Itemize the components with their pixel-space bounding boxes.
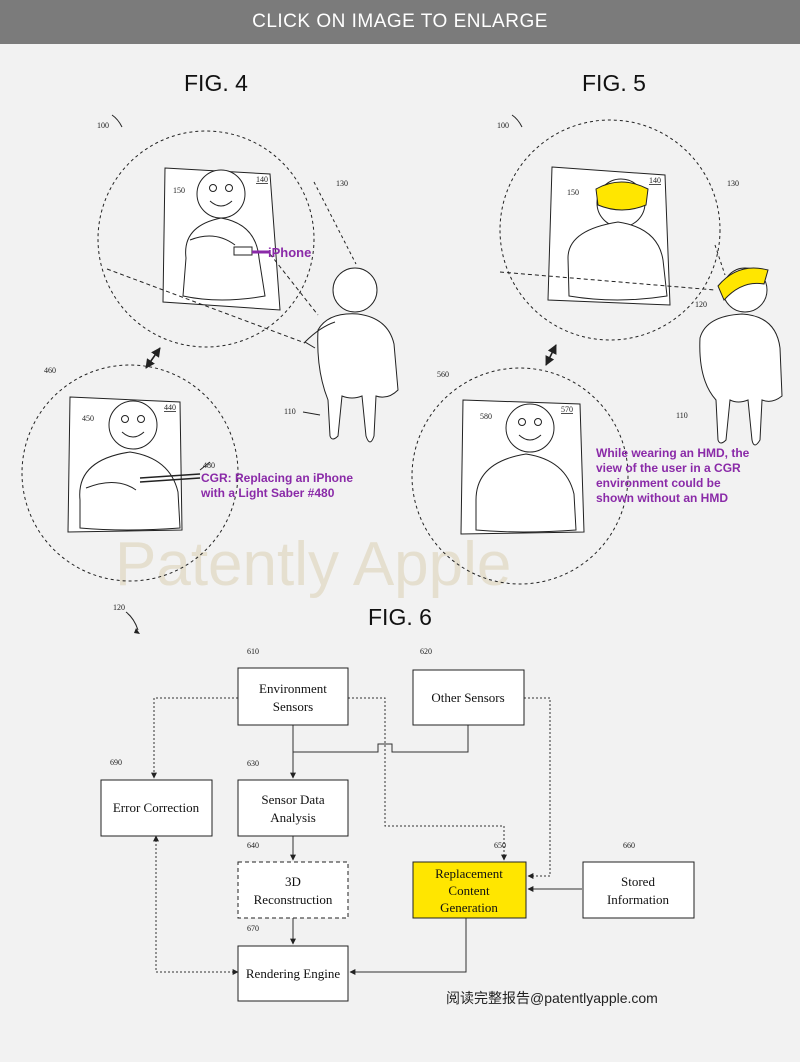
fig5-ref-120: 120 xyxy=(695,300,707,309)
box-environment-sensors: Environment Sensors 610 xyxy=(237,647,349,726)
watermark-text: Patently Apple xyxy=(115,530,511,599)
render-ref: 670 xyxy=(247,924,259,933)
fig6-title: FIG. 6 xyxy=(368,604,432,630)
hmd-callout-line2: view of the user in a CGR xyxy=(596,461,741,475)
hmd-callout-line3: environment could be xyxy=(596,476,721,490)
sda-ref: 630 xyxy=(247,759,259,768)
box-stored-information: Stored Information 660 xyxy=(582,841,695,919)
recon-line2: Reconstruction xyxy=(254,892,333,907)
env-line1: Environment xyxy=(259,681,327,696)
fig5-ref-150: 150 xyxy=(567,188,579,197)
fig5-circle-130 xyxy=(499,119,721,341)
box-3d-reconstruction: 3D Reconstruction 640 xyxy=(237,841,349,919)
fig5-ref-580: 580 xyxy=(480,412,492,421)
box-rendering-engine: Rendering Engine 670 xyxy=(237,924,349,1002)
fig4-circle-130 xyxy=(97,130,315,348)
replace-line1: Replacement xyxy=(435,866,503,881)
fig6-ref-120: 120 xyxy=(113,603,125,612)
replace-line2: Content xyxy=(448,883,490,898)
sda-line1: Sensor Data xyxy=(261,792,324,807)
fig4-ref-150: 150 xyxy=(173,186,185,195)
box-error-correction: Error Correction 690 xyxy=(100,758,213,837)
stored-line2: Information xyxy=(607,892,670,907)
replace-line3: Generation xyxy=(440,900,498,915)
cgr-callout-line1: CGR: Replacing an iPhone xyxy=(201,471,353,485)
hmd-callout-line4: shown without an HMD xyxy=(596,491,728,505)
fig5-ref-110: 110 xyxy=(676,411,688,420)
fig4-ref-110: 110 xyxy=(284,407,296,416)
fig5-ref-560: 560 xyxy=(437,370,449,379)
render-line1: Rendering Engine xyxy=(246,966,340,981)
env-ref: 610 xyxy=(247,647,259,656)
fig5-ref-100: 100 xyxy=(497,121,509,130)
stored-ref: 660 xyxy=(623,841,635,850)
fig4-ref-440: 440 xyxy=(164,403,176,412)
fig4-ref-140: 140 xyxy=(256,175,268,184)
box-sensor-data-analysis: Sensor Data Analysis 630 xyxy=(237,759,349,837)
cgr-callout-line2: with a Light Saber #480 xyxy=(200,486,335,500)
fig4-ref-450: 450 xyxy=(82,414,94,423)
other-line1: Other Sensors xyxy=(431,690,504,705)
error-ref: 690 xyxy=(110,758,122,767)
fig6-connectors xyxy=(151,697,582,975)
hmd-callout-line1: While wearing an HMD, the xyxy=(596,446,750,460)
box-other-sensors: Other Sensors 620 xyxy=(412,647,525,726)
fig4-ref-100: 100 xyxy=(97,121,109,130)
fig4-ref-460: 460 xyxy=(44,366,56,375)
fig4-refs: 100 130 140 150 110 460 440 450 480 xyxy=(44,121,348,470)
fig5-ref-570: 570 xyxy=(561,405,573,414)
fig5-refs: 100 130 140 150 120 110 560 570 580 xyxy=(437,121,739,421)
footer-source-link[interactable]: 阅读完整报告@patentlyapple.com xyxy=(446,990,658,1006)
fig5-title: FIG. 5 xyxy=(582,70,646,96)
recon-line1: 3D xyxy=(285,874,301,889)
hmd-on-observer xyxy=(717,267,769,301)
replace-ref: 650 xyxy=(494,841,506,850)
hmd-on-user-image xyxy=(595,181,649,211)
box-replacement-content: Replacement Content Generation 650 xyxy=(412,841,527,919)
sda-line2: Analysis xyxy=(270,810,316,825)
other-ref: 620 xyxy=(420,647,432,656)
fig4-drawing xyxy=(21,114,399,582)
fig4-ref-480: 480 xyxy=(203,461,215,470)
fig4-circle-460 xyxy=(21,364,239,582)
iphone-callout: iPhone xyxy=(268,245,311,260)
recon-ref: 640 xyxy=(247,841,259,850)
enlarge-banner[interactable]: CLICK ON IMAGE TO ENLARGE xyxy=(0,0,800,44)
error-line1: Error Correction xyxy=(113,800,200,815)
env-line2: Sensors xyxy=(273,699,313,714)
hmd-highlights xyxy=(595,181,769,301)
fig5-circle-560 xyxy=(411,367,629,585)
fig4-title: FIG. 4 xyxy=(184,70,248,96)
fig4-ref-130: 130 xyxy=(336,179,348,188)
fig5-ref-130: 130 xyxy=(727,179,739,188)
stored-line1: Stored xyxy=(621,874,655,889)
fig5-ref-140: 140 xyxy=(649,176,661,185)
